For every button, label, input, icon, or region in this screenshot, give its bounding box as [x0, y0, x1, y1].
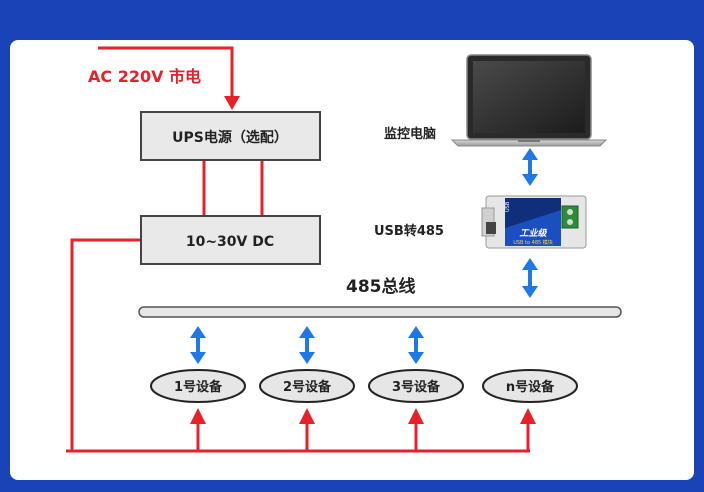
power-input-label: AC 220V 市电	[88, 67, 201, 86]
device-3-label: 3号设备	[392, 379, 441, 395]
ac-input-line	[98, 46, 234, 104]
dc-supply-label: 10~30V DC	[186, 234, 274, 250]
device-n-arrowhead	[520, 408, 536, 424]
power-riser-arrowheads	[190, 408, 536, 424]
data-arrows	[190, 148, 538, 364]
device-n-label: n号设备	[506, 379, 555, 395]
dc-feed-line	[70, 238, 141, 451]
monitor-pc-label: 监控电脑	[384, 126, 436, 142]
ups-label: UPS电源（选配）	[172, 129, 288, 146]
converter-badge-text: 工业级	[519, 228, 547, 239]
pc-converter-data-arrow	[522, 148, 538, 186]
device-3: 3号设备	[368, 369, 464, 403]
device-2-label: 2号设备	[283, 379, 332, 395]
laptop-icon	[450, 54, 608, 147]
device-1-data-arrow	[190, 326, 206, 364]
dc-supply-box	[140, 215, 321, 265]
device-2-arrowhead	[299, 408, 315, 424]
device-3-arrowhead	[408, 408, 424, 424]
device-1-label: 1号设备	[174, 379, 223, 395]
converter-port-text: USB	[505, 201, 511, 212]
converter-bus-data-arrow	[522, 258, 538, 298]
converter-label: USB转485	[374, 223, 444, 239]
device-1: 1号设备	[150, 369, 246, 403]
ac-input-arrowhead	[224, 96, 240, 110]
device-2: 2号设备	[259, 369, 355, 403]
ups-box	[140, 111, 321, 161]
device-1-arrowhead	[190, 408, 206, 424]
device-n: n号设备	[482, 369, 578, 403]
bus-label: 485总线	[346, 276, 416, 297]
device-3-data-arrow	[408, 326, 424, 364]
rs485-bus	[138, 306, 622, 318]
usb-485-converter-icon: USB 工业级 USB to 485 模块	[481, 195, 587, 249]
device-2-data-arrow	[299, 326, 315, 364]
power-wiring	[66, 46, 530, 453]
converter-model-text: USB to 485 模块	[513, 239, 553, 246]
